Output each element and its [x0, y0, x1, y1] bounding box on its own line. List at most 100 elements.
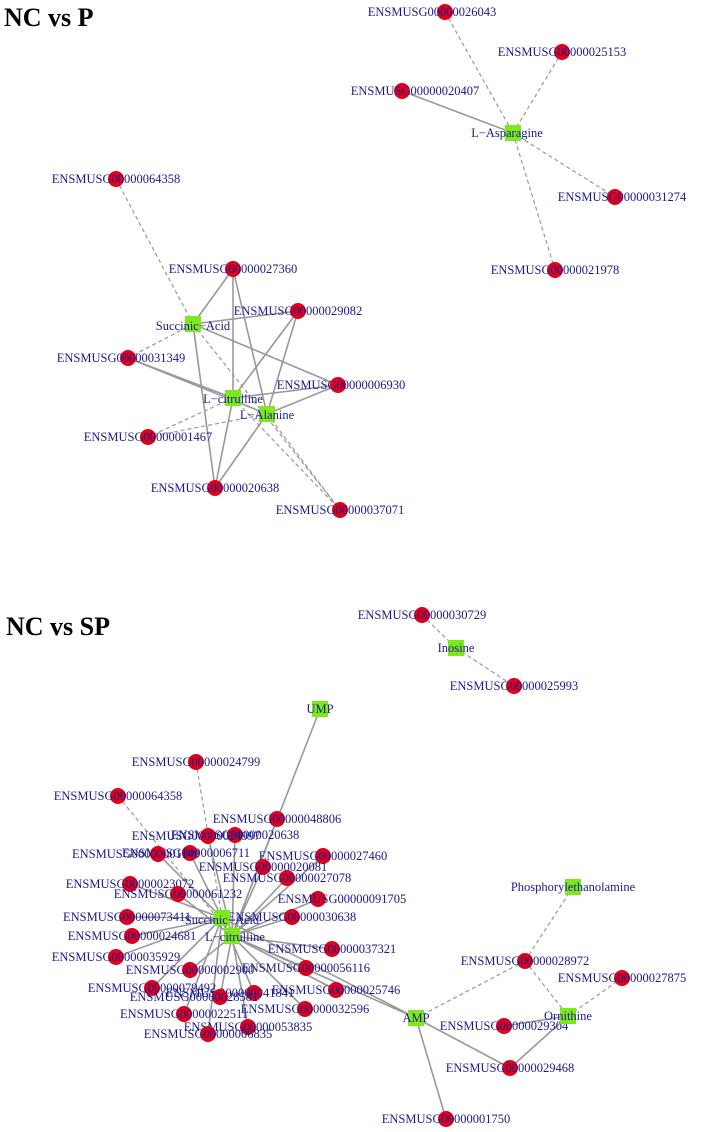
- edge-solid: [192, 268, 234, 325]
- node-label: ENSMUSG00000025746: [272, 983, 401, 997]
- edge-solid: [231, 916, 293, 937]
- edge-solid: [231, 866, 264, 937]
- edge-dashed: [232, 397, 341, 511]
- gene-node-ensmusg00000024997: ENSMUSG00000024997: [132, 828, 260, 844]
- node-label: ENSMUSG00000027360: [169, 262, 298, 276]
- node-label: ENSMUSG00000041841: [166, 986, 295, 1000]
- edge-solid: [231, 935, 249, 1028]
- gene-node-ensmusg00000032596: ENSMUSG00000032596: [241, 1001, 369, 1017]
- gene-node-ensmusg00000030638: ENSMUSG00000030638: [228, 909, 357, 925]
- node-label: ENSMUSG00000029082: [234, 304, 363, 318]
- edge-solid: [214, 413, 268, 489]
- gene-node-ensmusg00000022511: ENSMUSG00000022511: [120, 1006, 248, 1022]
- node-label: ENSMUSG00000031349: [57, 351, 186, 365]
- node-label: ENSMUSG00000006835: [144, 1027, 273, 1041]
- edge-solid: [231, 935, 333, 950]
- metabolite-node-l-citrulline: L−citrulline: [203, 390, 263, 406]
- gene-marker: [332, 502, 348, 518]
- gene-marker: [554, 44, 570, 60]
- node-label: ENSMUSG00000028972: [461, 954, 590, 968]
- gene-node-ensmusg00000020407: ENSMUSG00000020407: [351, 83, 480, 99]
- edge-dashed: [444, 11, 514, 134]
- node-label: AMP: [402, 1011, 429, 1025]
- gene-node-ensmusg00000035929: ENSMUSG00000035929: [52, 949, 180, 965]
- gene-marker: [614, 970, 630, 986]
- node-label: ENSMUSG00000061232: [114, 887, 243, 901]
- node-label: ENSMUSG00000020081: [199, 860, 328, 874]
- node-label: ENSMUSG00000027460: [259, 849, 388, 863]
- gene-marker: [269, 811, 285, 827]
- metabolite-node-succinic-acid: Succinic−Acid: [156, 316, 231, 333]
- gene-marker: [298, 960, 314, 976]
- gene-marker: [607, 189, 623, 205]
- edge-solid: [231, 818, 278, 937]
- edge-solid: [509, 1015, 569, 1069]
- edge-solid: [214, 397, 234, 489]
- node-label: ENSMUSG00000037321: [268, 942, 397, 956]
- metabolite-node-l-citrulline: L−citrulline: [205, 928, 265, 944]
- metabolite-node-amp: AMP: [402, 1010, 430, 1026]
- edge-solid: [192, 310, 299, 325]
- panel-title-nc-vs-sp: NC vs SP: [6, 612, 110, 641]
- gene-marker: [110, 788, 126, 804]
- edge-dashed: [512, 132, 556, 271]
- metabolite-marker: [565, 879, 581, 895]
- edge-dashed: [147, 397, 234, 438]
- gene-node-ensmusg00000028581: ENSMUSG00000028581: [130, 989, 258, 1005]
- node-label: Ornithine: [544, 1009, 592, 1023]
- gene-node-ensmusg00000053835: ENSMUSG00000053835: [184, 1019, 312, 1035]
- edge-solid: [207, 917, 223, 1035]
- gene-marker: [176, 1006, 192, 1022]
- edge-dashed: [266, 413, 341, 511]
- node-label: ENSMUSG00000030729: [358, 608, 487, 622]
- edge-dashed: [147, 413, 268, 438]
- gene-marker: [437, 4, 453, 20]
- node-label: ENSMUSG00000030638: [228, 910, 357, 924]
- gene-node-ensmusg00000056116: ENSMUSG00000056116: [242, 960, 370, 976]
- gene-node-ensmusg00000025993: ENSMUSG00000025993: [450, 678, 578, 694]
- gene-node-ensmusg00000031274: ENSMUSG00000031274: [558, 189, 687, 205]
- node-layer: ENSMUSG00000030729ENSMUSG00000025993ENSM…: [52, 607, 687, 1127]
- gene-marker: [506, 678, 522, 694]
- metabolite-node-l-alanine: L−Alanine: [240, 406, 295, 422]
- gene-node-ensmusg00000024681: ENSMUSG00000024681: [68, 928, 197, 944]
- metabolite-marker: [312, 701, 328, 717]
- gene-marker: [144, 980, 160, 996]
- node-label: ENSMUSG00000056116: [242, 961, 370, 975]
- node-label: ENSMUSG00000001467: [84, 430, 213, 444]
- edge-solid: [231, 935, 337, 991]
- metabolite-node-succinic-acid: Succinic−Acid: [185, 910, 260, 927]
- node-label: ENSMUSG00000029468: [446, 1061, 575, 1075]
- node-label: ENSMUSG00000079492: [88, 981, 217, 995]
- node-label: ENSMUSG00000024681: [68, 929, 197, 943]
- gene-marker: [324, 941, 340, 957]
- gene-marker: [414, 607, 430, 623]
- gene-node-ensmusg00000023072: ENSMUSG00000023072: [66, 876, 194, 892]
- edge-solid: [115, 917, 223, 958]
- gene-marker: [496, 1018, 512, 1034]
- edge-solid: [192, 323, 216, 489]
- node-label: ENSMUSG00000027875: [558, 971, 687, 985]
- gene-node-ensmusg00000061232: ENSMUSG00000061232: [114, 886, 243, 902]
- node-label: ENSMUSG00000025153: [498, 45, 627, 59]
- edge-layer: [115, 11, 616, 511]
- gene-node-ensmusg00000064358: ENSMUSG00000064358: [52, 171, 180, 187]
- edge-solid: [127, 357, 268, 415]
- gene-node-ensmusg00000001149: ENSMUSG00000001149: [72, 846, 200, 862]
- gene-marker: [330, 377, 346, 393]
- edge-solid: [231, 834, 236, 937]
- node-label: ENSMUSG00000091705: [278, 892, 407, 906]
- node-label: ENSMUSG00000037071: [276, 503, 405, 517]
- gene-node-ensmusg00000027078: ENSMUSG00000027078: [223, 870, 352, 886]
- gene-marker: [310, 891, 326, 907]
- edge-solid: [131, 917, 223, 937]
- panel-title-nc-vs-p: NC vs P: [4, 3, 94, 32]
- node-label: ENSMUSG00000027078: [223, 871, 352, 885]
- edge-solid: [266, 384, 339, 415]
- node-label: ENSMUSG00000020407: [351, 84, 480, 98]
- node-label: ENSMUSG00000002900: [126, 963, 255, 977]
- gene-marker: [547, 262, 563, 278]
- gene-node-ensmusg00000029468: ENSMUSG00000029468: [446, 1060, 575, 1076]
- edge-solid: [401, 90, 514, 134]
